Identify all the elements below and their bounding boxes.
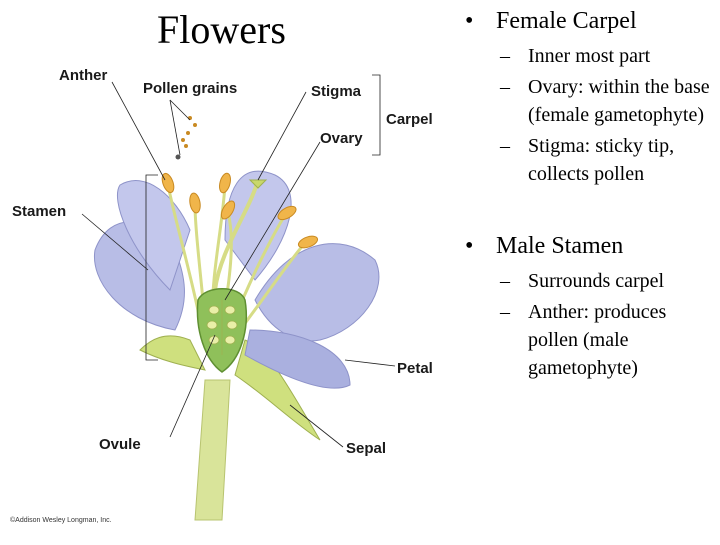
ovules xyxy=(206,300,238,355)
label-ovule: Ovule xyxy=(99,436,141,453)
bullet-text: Male Stamen xyxy=(496,233,624,259)
slide-title: Flowers xyxy=(157,7,286,52)
sub-bullet: –Anther: produces pollen (male gametophy… xyxy=(462,298,717,382)
label-anther: Anther xyxy=(59,67,108,84)
petal-back-right xyxy=(224,170,292,281)
sub-list-stamen: –Surrounds carpel –Anther: produces poll… xyxy=(462,267,717,382)
label-carpel: Carpel xyxy=(386,111,433,128)
sub-bullet-text: Inner most part xyxy=(528,45,651,67)
petal-right xyxy=(254,243,380,342)
bullet-female-carpel: • Female Carpel xyxy=(462,6,717,36)
sub-bullet-text: Ovary: within the base (female gametophy… xyxy=(528,76,710,126)
petal-front-right xyxy=(244,329,351,389)
style xyxy=(213,179,260,291)
sub-bullet: –Stigma: sticky tip, collects pollen xyxy=(462,132,717,188)
sub-bullet: –Inner most part xyxy=(462,42,717,70)
pollen-grains xyxy=(175,116,197,160)
bullet-text: Female Carpel xyxy=(496,8,637,34)
copyright-notice: ©Addison Wesley Longman, Inc. xyxy=(10,517,112,524)
label-pollen-grains: Pollen grains xyxy=(143,80,238,97)
label-sepal: Sepal xyxy=(346,440,387,457)
bullet-dot-icon: • xyxy=(465,8,474,34)
bullet-list: • Female Carpel –Inner most part –Ovary:… xyxy=(462,6,717,385)
dash-icon: – xyxy=(500,270,510,292)
leader-lines xyxy=(81,74,396,448)
bullet-male-stamen: • Male Stamen xyxy=(462,231,717,261)
dash-icon: – xyxy=(500,301,510,323)
sepal-left xyxy=(139,335,206,371)
sub-list-carpel: –Inner most part –Ovary: within the base… xyxy=(462,42,717,188)
anthers xyxy=(161,172,319,249)
label-petal: Petal xyxy=(397,360,433,377)
dash-icon: – xyxy=(500,135,510,157)
stem xyxy=(194,379,231,521)
sub-bullet: –Ovary: within the base (female gametoph… xyxy=(462,73,717,129)
sub-bullet: –Surrounds carpel xyxy=(462,267,717,295)
label-ovary: Ovary xyxy=(320,130,363,147)
sub-bullet-text: Anther: produces pollen (male gametophyt… xyxy=(528,301,667,379)
label-stamen: Stamen xyxy=(12,203,67,220)
flower-diagram: Anther Pollen grains Stigma Carpel Ovary… xyxy=(0,60,450,540)
dash-icon: – xyxy=(500,45,510,67)
flower-illustration xyxy=(81,74,396,521)
label-stigma: Stigma xyxy=(311,83,362,100)
dash-icon: – xyxy=(500,76,510,98)
sub-bullet-text: Stigma: sticky tip, collects pollen xyxy=(528,135,675,185)
bullet-dot-icon: • xyxy=(465,233,474,259)
sub-bullet-text: Surrounds carpel xyxy=(528,270,665,292)
